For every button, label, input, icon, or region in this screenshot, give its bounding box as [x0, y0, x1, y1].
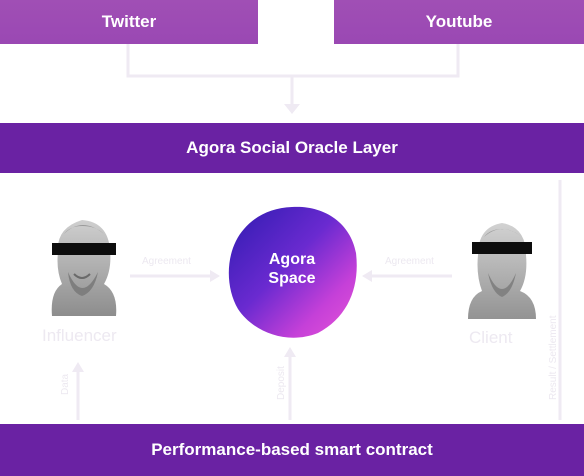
twitter-bar: Twitter — [0, 0, 258, 44]
influencer-label: Influencer — [42, 326, 117, 345]
agora-space-line1: Agora — [268, 251, 316, 268]
youtube-bar: Youtube — [334, 0, 584, 44]
down-arrowhead — [284, 104, 300, 114]
client-censor-bar — [472, 242, 532, 254]
agora-space-line2: Space — [268, 270, 316, 287]
agora-space-label: Agora Space — [226, 250, 358, 288]
right-agreement-label: Agreement — [385, 256, 434, 267]
oracle-layer-bar: Agora Social Oracle Layer — [0, 123, 584, 173]
twitter-label: Twitter — [101, 12, 157, 31]
agora-space-blob — [228, 206, 357, 338]
client-bust-image — [462, 215, 540, 319]
smart-contract-bar: Performance-based smart contract — [0, 424, 584, 476]
oracle-layer-label: Agora Social Oracle Layer — [186, 138, 398, 157]
left-arrowhead — [210, 270, 220, 282]
influencer-censor-bar — [52, 243, 116, 255]
source-merge-line — [126, 44, 460, 78]
center-up-label: Deposit — [276, 366, 287, 400]
left-up-label: Data — [60, 373, 71, 395]
left-up-arrowhead — [72, 362, 84, 372]
youtube-label: Youtube — [425, 12, 493, 31]
right-arrowhead — [362, 270, 372, 282]
left-agreement-label: Agreement — [142, 256, 191, 267]
influencer-bust-image — [44, 212, 122, 316]
client-label: Client — [469, 328, 513, 347]
smart-contract-label: Performance-based smart contract — [151, 440, 433, 459]
center-up-arrowhead — [284, 347, 296, 357]
right-side-label: Result / Settlement — [548, 315, 559, 400]
